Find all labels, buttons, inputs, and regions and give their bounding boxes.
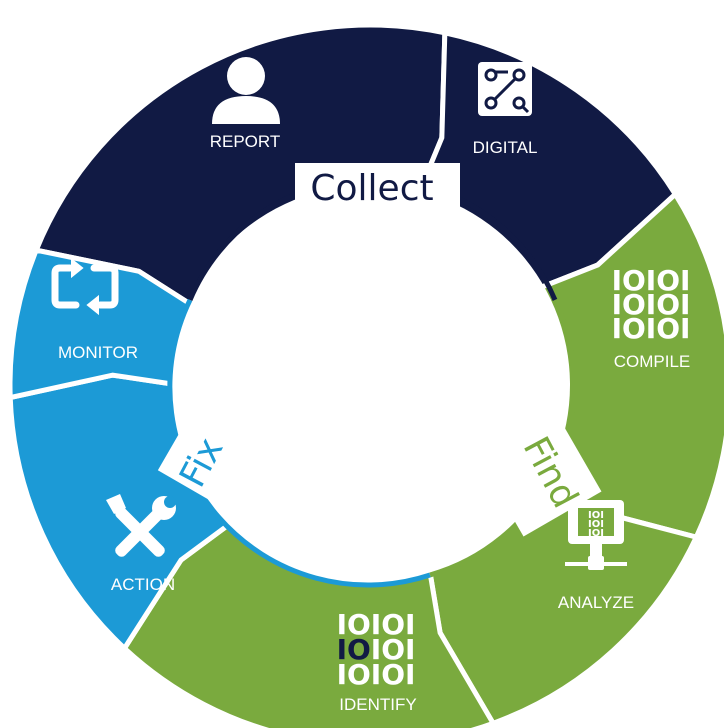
binary-icon: IOIOI IOIOI IOIOI (612, 264, 691, 345)
segment-label-report: REPORT (210, 132, 281, 151)
center-disk (170, 185, 570, 585)
svg-text:IOIOI: IOIOI (337, 658, 416, 691)
fix-arc-line (167, 298, 431, 588)
svg-text:IOIOI: IOIOI (337, 608, 416, 641)
segment-label-action: ACTION (111, 575, 175, 594)
refresh-cycle-icon (51, 257, 119, 316)
segment-label-compile: COMPILE (614, 352, 691, 371)
segment-label-identify: IDENTIFY (339, 695, 416, 714)
tools-icon (106, 494, 176, 557)
svg-text:IOI: IOI (588, 519, 604, 530)
person-icon (212, 57, 280, 124)
segment-label-monitor: MONITOR (58, 343, 138, 362)
collect-label-bg (295, 163, 460, 211)
digital-nodes-icon (478, 62, 532, 116)
svg-text:IOIOI: IOIOI (612, 288, 691, 321)
monitor-network-icon: IOI IOI IOI (565, 500, 627, 570)
fix-label-bg (157, 409, 263, 511)
binary-highlight-icon: IOIOI IOIOI IOIOI (337, 608, 416, 691)
segment-label-analyze: ANALYZE (558, 593, 634, 612)
svg-text:IOIOI: IOIOI (612, 312, 691, 345)
segment-label-digital: DIGITAL (473, 138, 538, 157)
svg-text:IOI: IOI (588, 510, 604, 521)
svg-text:IOIOI: IOIOI (337, 633, 416, 666)
phase-label-collect: Collect (310, 168, 433, 209)
svg-text:IOI: IOI (588, 528, 604, 539)
svg-text:IOIOI: IOIOI (612, 264, 691, 297)
